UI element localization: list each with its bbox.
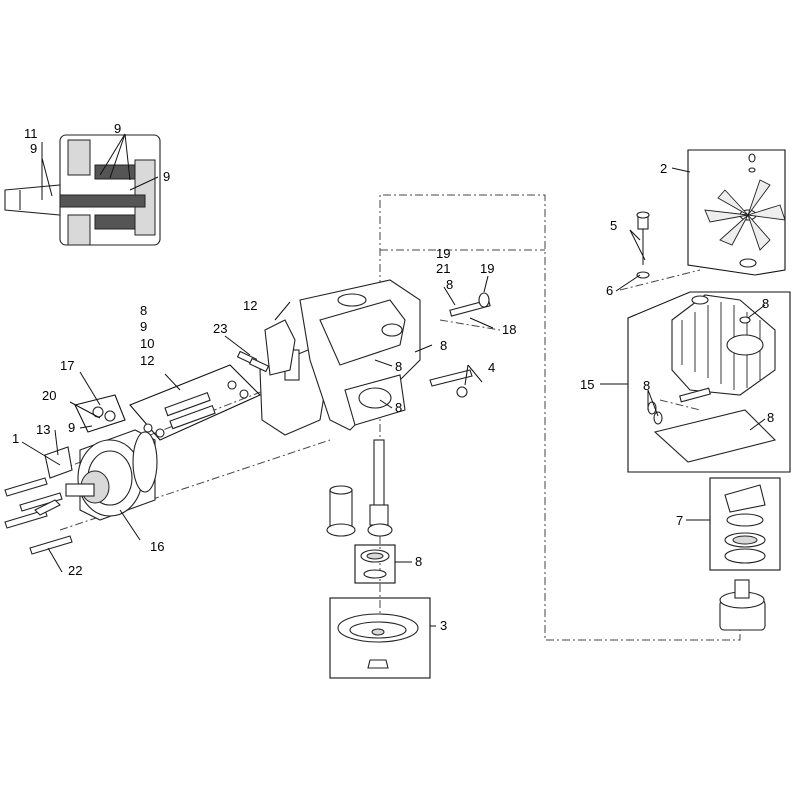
callout-5: 5 (610, 218, 617, 233)
fan-box-part-2 (687, 149, 786, 276)
callout-9: 9 (140, 319, 147, 334)
callout-8: 8 (767, 410, 774, 425)
bracket-part-13 (44, 446, 73, 479)
linkage-part-1 (34, 499, 61, 516)
bypass-rod-part-18 (449, 292, 491, 317)
callout-17: 17 (60, 358, 74, 373)
callout-11: 11 (24, 126, 38, 141)
callout-16: 16 (150, 539, 164, 554)
callout-18: 18 (502, 322, 516, 337)
callout-9: 9 (114, 121, 121, 136)
callout-2: 2 (660, 161, 667, 176)
callout-7: 7 (676, 513, 683, 528)
callout-8: 8 (762, 296, 769, 311)
hydraulic-pump-part-16 (65, 429, 158, 521)
callout-8: 8 (395, 359, 402, 374)
callout-9: 9 (163, 169, 170, 184)
callout-labels: 11 9 9 9 2 5 6 8 15 8 8 7 19 21 19 8 18 … (12, 121, 774, 633)
callout-10: 10 (140, 336, 154, 351)
dipstick-part-5 (636, 211, 650, 279)
callout-15: 15 (580, 377, 594, 392)
callout-21: 21 (436, 261, 450, 276)
callout-22: 22 (68, 563, 82, 578)
callout-12: 12 (243, 298, 257, 313)
callout-9: 9 (30, 141, 37, 156)
bearing-kit-box-part-7 (709, 477, 781, 571)
seal-kit-box (129, 364, 261, 441)
control-arm-part-4 (429, 369, 473, 398)
callout-8: 8 (415, 554, 422, 569)
callout-8: 8 (140, 303, 147, 318)
coupler-part (719, 579, 766, 631)
callout-4: 4 (488, 360, 495, 375)
callout-1: 1 (12, 431, 19, 446)
assembly-dashed-lines (59, 194, 741, 641)
leader-lines (21, 133, 766, 627)
callout-8: 8 (395, 400, 402, 415)
callout-8: 8 (440, 338, 447, 353)
bolts-part-22 (4, 477, 73, 555)
callout-13: 13 (36, 422, 50, 437)
pins-part-23 (236, 350, 270, 373)
cutaway-pump-detail (4, 134, 161, 246)
callout-3: 3 (440, 618, 447, 633)
callout-19: 19 (436, 246, 450, 261)
output-shaft-assembly (326, 439, 393, 537)
pulley-box-part-3 (329, 597, 431, 679)
callout-12: 12 (140, 353, 154, 368)
bracket-part-12 (264, 319, 296, 376)
reservoir-box-part-15 (627, 291, 791, 473)
callout-9: 9 (68, 420, 75, 435)
bearing-kit-box (354, 544, 396, 584)
callout-20: 20 (42, 388, 56, 403)
transaxle-center-housing (259, 279, 421, 436)
callout-19: 19 (480, 261, 494, 276)
valve-kit-part-17 (74, 394, 126, 433)
callout-8: 8 (643, 378, 650, 393)
callout-23: 23 (213, 321, 227, 336)
callout-6: 6 (606, 283, 613, 298)
callout-8: 8 (446, 277, 453, 292)
